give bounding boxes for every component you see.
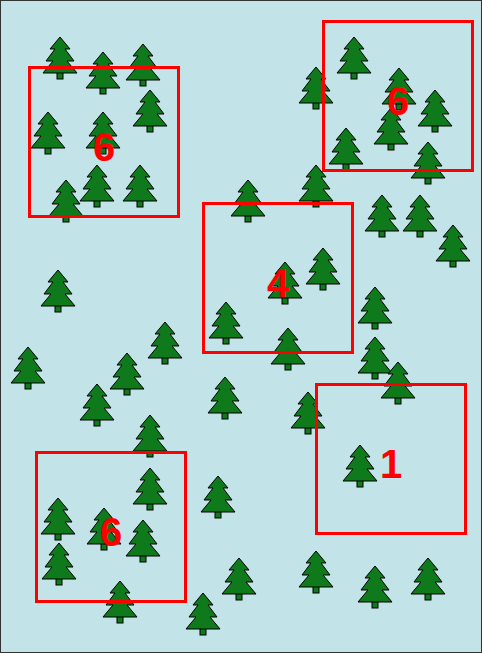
sample-quadrat: 6	[322, 20, 474, 172]
tree	[31, 112, 65, 154]
tree-group	[11, 37, 470, 635]
tree	[110, 353, 144, 395]
tree	[329, 128, 363, 170]
tree	[133, 468, 167, 510]
tree	[411, 558, 445, 600]
tree	[299, 67, 333, 109]
tree	[418, 90, 452, 132]
tree	[11, 347, 45, 389]
tree	[208, 377, 242, 419]
count-number: 6	[387, 71, 409, 121]
count-number: 1	[380, 434, 402, 484]
tree	[86, 52, 120, 94]
tree	[126, 520, 160, 562]
tree	[291, 392, 325, 434]
count-number: 4	[267, 253, 289, 303]
tree	[365, 195, 399, 237]
sample-quadrat: 4	[202, 202, 354, 354]
tree	[343, 445, 377, 487]
tree	[80, 384, 114, 426]
count-number: 6	[100, 502, 122, 552]
tree	[271, 328, 305, 370]
tree	[186, 593, 220, 635]
tree	[201, 476, 235, 518]
tree	[358, 337, 392, 379]
tree	[80, 165, 114, 207]
tree	[358, 566, 392, 608]
tree	[358, 287, 392, 329]
tree	[299, 551, 333, 593]
tree	[209, 302, 243, 344]
tree	[41, 270, 75, 312]
tree	[148, 322, 182, 364]
tree	[337, 37, 371, 79]
tree	[41, 498, 75, 540]
sample-quadrat: 6	[28, 66, 180, 218]
tree	[411, 142, 445, 184]
tree	[42, 543, 76, 585]
tree	[126, 44, 160, 86]
tree	[231, 180, 265, 222]
tree	[123, 165, 157, 207]
tree	[133, 90, 167, 132]
tree	[436, 225, 470, 267]
tree	[306, 248, 340, 290]
tree	[43, 37, 77, 79]
tree	[222, 558, 256, 600]
count-number: 6	[93, 117, 115, 167]
sample-quadrat: 1	[315, 383, 467, 535]
sample-quadrat: 6	[35, 451, 187, 603]
tree	[403, 195, 437, 237]
